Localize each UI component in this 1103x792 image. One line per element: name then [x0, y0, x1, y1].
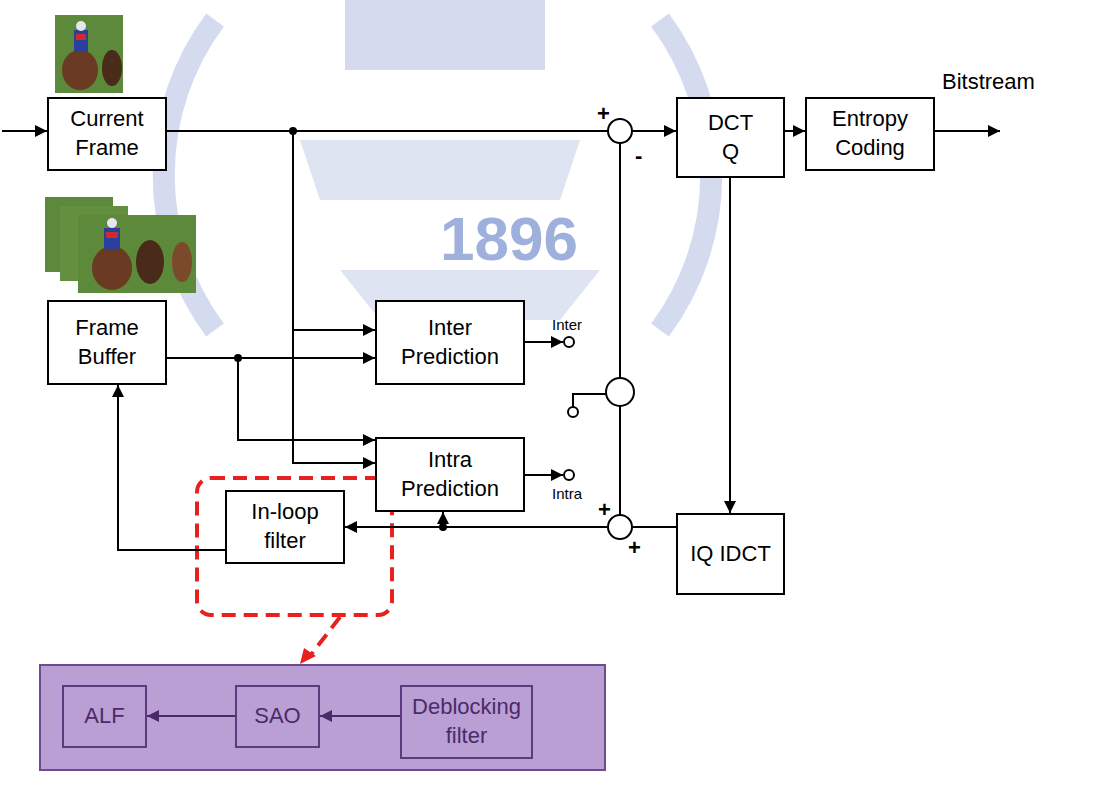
box-text: Entropy Coding — [813, 105, 927, 162]
picture-jockey — [107, 218, 117, 228]
transform-box: DCT Q — [676, 97, 785, 178]
box-text: SAO — [254, 702, 300, 731]
frame-picture — [55, 15, 123, 93]
sign-mark: + — [597, 102, 610, 126]
picture-horse — [62, 50, 98, 90]
layout-wires — [2, 131, 1000, 515]
filter-box: Deblocking filter — [400, 685, 533, 759]
box-text: Frame Buffer — [55, 314, 159, 371]
junction-dot — [439, 523, 447, 531]
intra-out-arrow — [525, 474, 563, 476]
flow-arrow — [167, 131, 375, 330]
sign-mark: + — [598, 498, 611, 522]
junction-dot — [234, 354, 242, 362]
picture-horse — [172, 242, 192, 282]
switch-terminal — [568, 407, 578, 417]
prediction-box: Inter Prediction — [375, 300, 525, 385]
switch-terminal — [564, 470, 574, 480]
switch-wire — [573, 394, 606, 407]
prediction-wire — [619, 406, 621, 515]
callout-outline — [197, 478, 392, 615]
filter-box: ALF — [62, 685, 147, 748]
callout-head — [300, 648, 316, 664]
picture-jockey — [76, 21, 86, 31]
transform-box: IQ IDCT — [676, 513, 785, 595]
picture-jockey — [74, 30, 88, 52]
watermark-text: 1896 — [440, 205, 578, 273]
box-text: ALF — [84, 702, 124, 731]
entropy-box: Entropy Coding — [805, 97, 935, 171]
switch-label: Intra — [552, 486, 582, 503]
picture-horse — [92, 246, 132, 290]
filter-band — [40, 665, 605, 770]
box-text: Intra Prediction — [383, 446, 517, 503]
output-arrow — [935, 130, 1000, 132]
inter-out-arrow — [525, 341, 563, 343]
switch-terminal — [564, 337, 574, 347]
watermark-block — [345, 0, 545, 70]
switch-label: Inter — [552, 317, 582, 334]
sign-mark: - — [635, 144, 642, 168]
flow-arrow — [167, 131, 375, 463]
input-arrow — [2, 130, 47, 132]
picture-ground — [78, 215, 196, 293]
prediction-wire — [619, 143, 621, 378]
box-text: Current Frame — [55, 105, 159, 162]
callout-leader — [310, 617, 340, 656]
filter-box: In-loop filter — [225, 490, 345, 564]
sign-mark: + — [628, 536, 641, 560]
flow-arrow — [147, 715, 235, 717]
box-text: Deblocking filter — [408, 693, 525, 750]
picture-jockey — [104, 228, 120, 250]
watermark-ship — [300, 140, 580, 200]
flow-arrow — [443, 512, 676, 527]
filter-box: SAO — [235, 685, 320, 748]
box-text: IQ IDCT — [690, 540, 771, 569]
watermark — [164, 0, 712, 330]
signal-name: Bitstream — [942, 70, 1035, 94]
box-text: In-loop filter — [233, 498, 337, 555]
flow-arrow — [118, 385, 225, 550]
picture-jockey — [76, 34, 86, 40]
buffer-box: Frame Buffer — [47, 300, 167, 385]
flow-arrow — [785, 130, 805, 132]
flow-arrow — [729, 178, 731, 513]
picture-ground — [55, 15, 123, 93]
junction-dot — [289, 127, 297, 135]
box-text: DCT Q — [701, 109, 761, 166]
subtractor-symbol — [608, 119, 632, 143]
picture-jockey — [106, 232, 118, 238]
box-text: Inter Prediction — [383, 314, 517, 371]
flow-arrow — [320, 715, 400, 717]
picture-horse — [102, 50, 122, 86]
frame-box: Current Frame — [47, 97, 167, 171]
buffer-pictures — [45, 197, 196, 293]
flow-arrow — [167, 358, 375, 440]
picture-horse — [136, 240, 164, 284]
switch-symbol — [606, 378, 634, 406]
prediction-box: Intra Prediction — [375, 437, 525, 512]
